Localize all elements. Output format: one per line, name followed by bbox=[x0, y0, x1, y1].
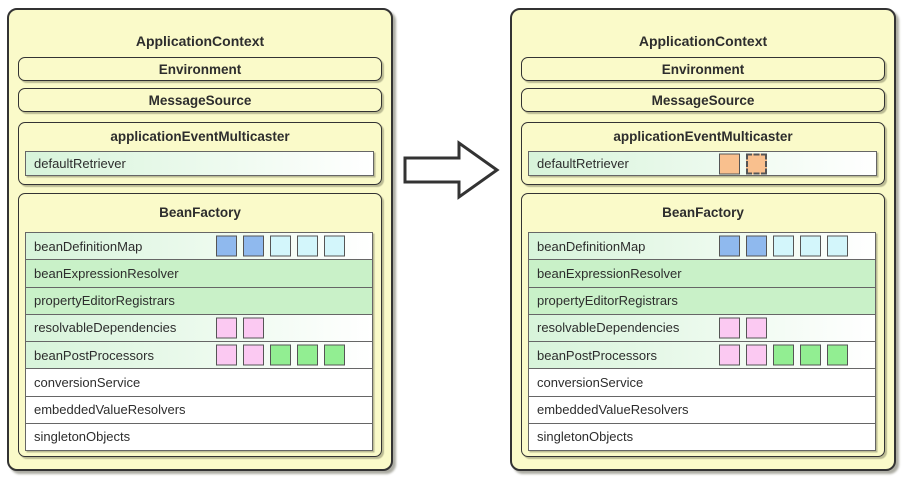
bean-factory-title: BeanFactory bbox=[159, 205, 241, 220]
application-context-panel-before: ApplicationContext Environment MessageSo… bbox=[7, 8, 393, 471]
squares-group bbox=[719, 344, 848, 366]
bean-factory-rows: beanDefinitionMap beanExpressionResolver… bbox=[25, 232, 373, 451]
green-square bbox=[773, 344, 794, 366]
table-row: resolvableDependencies bbox=[529, 313, 875, 341]
pink-square bbox=[719, 344, 740, 366]
blue-square bbox=[216, 235, 237, 257]
table-row: propertyEditorRegistrars bbox=[26, 286, 372, 314]
table-row: beanExpressionResolver bbox=[26, 259, 372, 287]
message-source-box: MessageSource bbox=[521, 88, 885, 112]
bean-factory-rows: beanDefinitionMap beanExpressionResolver… bbox=[528, 232, 876, 451]
message-source-box: MessageSource bbox=[18, 88, 382, 112]
application-context-panel-after: ApplicationContext Environment MessageSo… bbox=[510, 8, 896, 471]
table-row: conversionService bbox=[529, 368, 875, 396]
row-label: conversionService bbox=[537, 374, 644, 390]
table-row: beanPostProcessors bbox=[529, 341, 875, 369]
table-row: beanDefinitionMap bbox=[529, 233, 875, 260]
cyan-square bbox=[800, 235, 821, 257]
event-multicaster-box: applicationEventMulticaster defaultRetri… bbox=[18, 122, 382, 185]
row-label: beanExpressionResolver bbox=[34, 265, 179, 281]
pink-square bbox=[243, 344, 264, 366]
cyan-square bbox=[324, 235, 345, 257]
squares-group bbox=[719, 235, 848, 257]
green-square bbox=[297, 344, 318, 366]
environment-box: Environment bbox=[18, 57, 382, 81]
message-source-label: MessageSource bbox=[148, 92, 252, 108]
cyan-square bbox=[297, 235, 318, 257]
row-label: resolvableDependencies bbox=[537, 320, 680, 336]
row-label: beanPostProcessors bbox=[537, 347, 657, 363]
blue-square bbox=[746, 235, 767, 257]
squares-group bbox=[719, 153, 767, 174]
row-label: propertyEditorRegistrars bbox=[537, 293, 678, 309]
table-row: embeddedValueResolvers bbox=[529, 395, 875, 423]
table-row: beanDefinitionMap bbox=[26, 233, 372, 260]
table-row: embeddedValueResolvers bbox=[26, 395, 372, 423]
row-label: propertyEditorRegistrars bbox=[34, 293, 175, 309]
default-retriever-row: defaultRetriever bbox=[25, 151, 374, 176]
squares-group bbox=[216, 344, 345, 366]
cyan-square bbox=[270, 235, 291, 257]
table-row: beanPostProcessors bbox=[26, 341, 372, 369]
pink-square bbox=[746, 344, 767, 366]
blue-square bbox=[719, 235, 740, 257]
row-label: conversionService bbox=[34, 374, 141, 390]
table-row: propertyEditorRegistrars bbox=[529, 286, 875, 314]
table-row: resolvableDependencies bbox=[26, 313, 372, 341]
event-multicaster-title: applicationEventMulticaster bbox=[613, 129, 793, 144]
table-row: singletonObjects bbox=[529, 422, 875, 450]
panel-title: ApplicationContext bbox=[135, 33, 265, 49]
cyan-square bbox=[773, 235, 794, 257]
row-label: beanDefinitionMap bbox=[537, 238, 646, 254]
pink-square bbox=[216, 317, 237, 339]
squares-group bbox=[216, 317, 264, 339]
default-retriever-label: defaultRetriever bbox=[537, 156, 629, 171]
pink-square bbox=[719, 317, 740, 339]
bean-factory-box: BeanFactory beanDefinitionMap beanExpres… bbox=[521, 193, 885, 457]
row-label: singletonObjects bbox=[34, 429, 131, 445]
table-row: beanExpressionResolver bbox=[529, 259, 875, 287]
environment-box: Environment bbox=[521, 57, 885, 81]
table-row: conversionService bbox=[26, 368, 372, 396]
orange-square bbox=[719, 153, 740, 174]
squares-group bbox=[719, 317, 767, 339]
pink-square bbox=[216, 344, 237, 366]
squares-group bbox=[216, 235, 345, 257]
green-square bbox=[270, 344, 291, 366]
row-label: embeddedValueResolvers bbox=[34, 402, 186, 418]
pink-square bbox=[243, 317, 264, 339]
pink-square bbox=[746, 317, 767, 339]
message-source-label: MessageSource bbox=[651, 92, 755, 108]
default-retriever-row: defaultRetriever bbox=[528, 151, 877, 176]
environment-label: Environment bbox=[158, 61, 242, 77]
row-label: embeddedValueResolvers bbox=[537, 402, 689, 418]
row-label: resolvableDependencies bbox=[34, 320, 177, 336]
bean-factory-box: BeanFactory beanDefinitionMap beanExpres… bbox=[18, 193, 382, 457]
row-label: singletonObjects bbox=[537, 429, 634, 445]
row-label: beanExpressionResolver bbox=[537, 265, 682, 281]
row-label: beanDefinitionMap bbox=[34, 238, 143, 254]
cyan-square bbox=[827, 235, 848, 257]
green-square bbox=[324, 344, 345, 366]
bean-factory-title: BeanFactory bbox=[662, 205, 744, 220]
panel-title: ApplicationContext bbox=[638, 33, 768, 49]
row-label: beanPostProcessors bbox=[34, 347, 154, 363]
green-square bbox=[827, 344, 848, 366]
event-multicaster-title: applicationEventMulticaster bbox=[110, 129, 290, 144]
green-square bbox=[800, 344, 821, 366]
transition-arrow-icon bbox=[403, 140, 500, 200]
orange-dashed-square bbox=[746, 153, 767, 174]
event-multicaster-box: applicationEventMulticaster defaultRetri… bbox=[521, 122, 885, 185]
default-retriever-label: defaultRetriever bbox=[34, 156, 126, 171]
environment-label: Environment bbox=[661, 61, 745, 77]
blue-square bbox=[243, 235, 264, 257]
table-row: singletonObjects bbox=[26, 422, 372, 450]
